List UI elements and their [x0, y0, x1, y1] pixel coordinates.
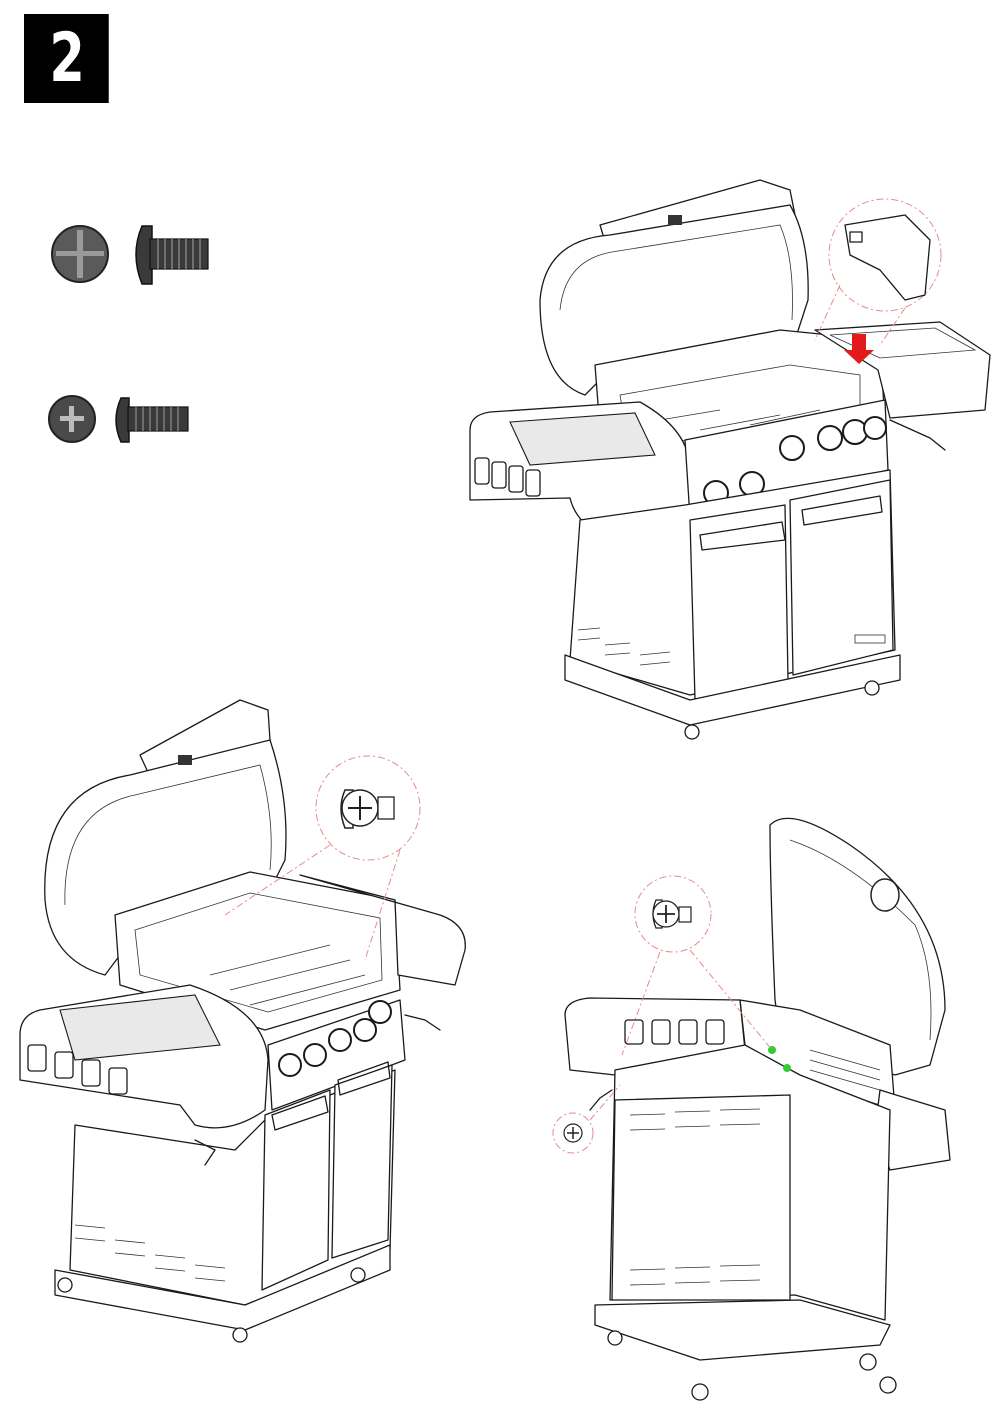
bolt-side-icon — [116, 398, 188, 442]
caster-wheel — [58, 1278, 72, 1292]
grill-front-view-top — [470, 180, 990, 739]
bolt-side-icon — [136, 226, 208, 284]
bolt-position-marker — [783, 1064, 791, 1072]
caster-wheel — [351, 1268, 365, 1282]
caster-wheel — [860, 1354, 876, 1370]
cabinet-door-right — [332, 1065, 392, 1258]
grill-rear-view-right — [553, 818, 950, 1400]
caster-wheel — [685, 725, 699, 739]
cabinet-door-left — [262, 1090, 330, 1290]
caster-wheel — [692, 1384, 708, 1400]
caster-wheel — [233, 1328, 247, 1342]
hardware-bolt-a — [52, 226, 208, 284]
caster-wheel — [880, 1377, 896, 1393]
hardware-bolt-b — [49, 396, 188, 442]
grill-angled-view-left — [20, 700, 465, 1342]
caster-wheel — [865, 681, 879, 695]
caster-wheel — [608, 1331, 622, 1345]
cabinet-back-panel — [612, 1095, 790, 1300]
